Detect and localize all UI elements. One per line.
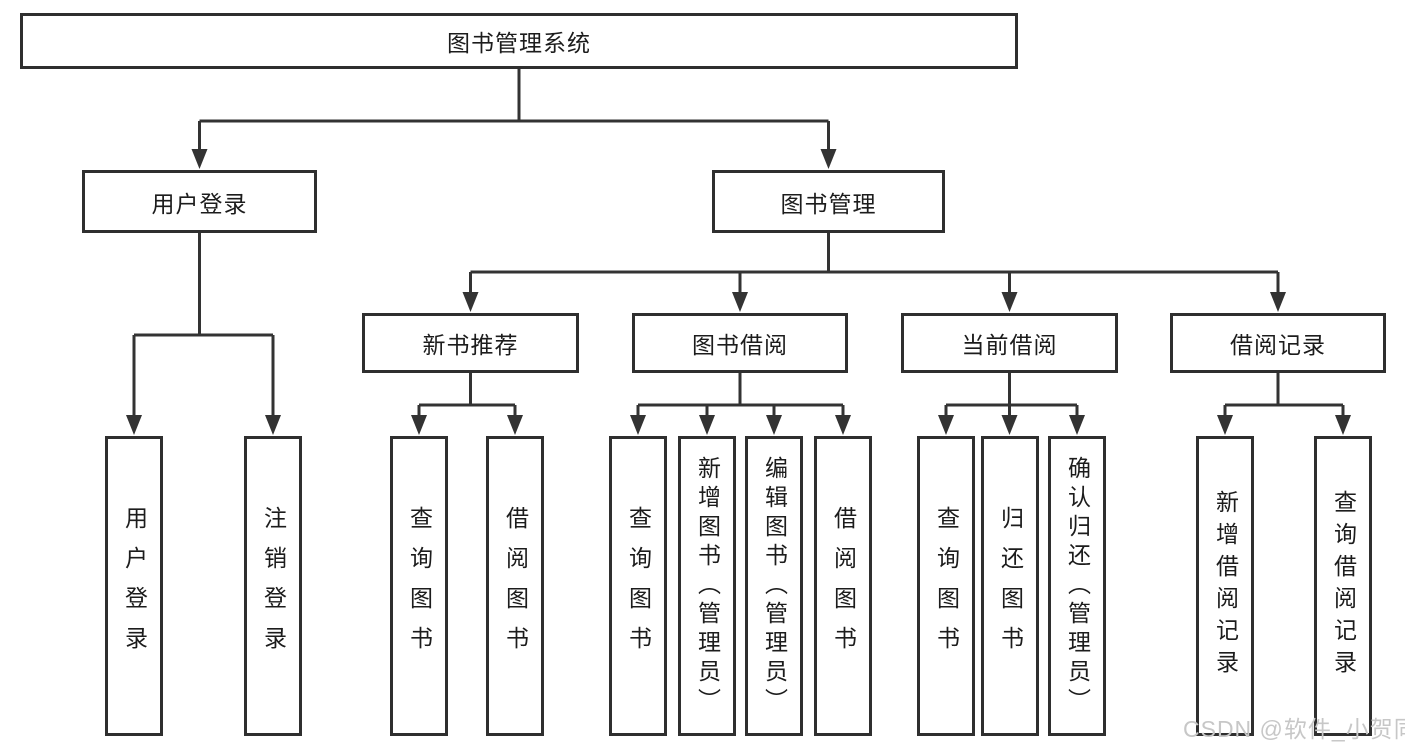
leaf-logout-label: 注销登录: [260, 506, 287, 666]
node-new-book-recommend-label: 新书推荐: [422, 332, 519, 358]
leaf-logout: 注销登录: [244, 436, 302, 736]
node-current-borrow-label: 当前借阅: [961, 332, 1058, 358]
leaf-edit-books-admin-label: 编辑图书（管理员）: [761, 455, 788, 717]
leaf-edit-books-admin: 编辑图书（管理员）: [745, 436, 803, 736]
leaf-add-borrow-record-label: 新增借阅记录: [1212, 490, 1239, 682]
node-borrow-records-label: 借阅记录: [1230, 332, 1326, 358]
leaf-user-login-label: 用户登录: [121, 506, 148, 666]
leaf-add-books-admin-label: 新增图书（管理员）: [694, 455, 721, 717]
node-book-borrow-label: 图书借阅: [692, 332, 788, 358]
leaf-query-books-3: 查询图书: [917, 436, 975, 736]
leaf-query-books-1-label: 查询图书: [406, 506, 433, 666]
node-user-login-label: 用户登录: [151, 190, 248, 217]
node-borrow-records: 借阅记录: [1170, 313, 1386, 373]
leaf-return-books: 归还图书: [981, 436, 1039, 736]
leaf-query-books-2: 查询图书: [609, 436, 667, 736]
leaf-query-borrow-record: 查询借阅记录: [1314, 436, 1372, 736]
leaf-query-books-3-label: 查询图书: [933, 506, 960, 666]
leaf-query-books-2-label: 查询图书: [625, 506, 652, 666]
leaf-borrow-books-1-label: 借阅图书: [502, 506, 529, 666]
csdn-watermark: CSDN @软件_小贺同学: [1183, 716, 1405, 742]
leaf-add-borrow-record: 新增借阅记录: [1196, 436, 1254, 736]
node-new-book-recommend: 新书推荐: [362, 313, 579, 373]
leaf-borrow-books-2: 借阅图书: [814, 436, 872, 736]
leaf-confirm-return-admin: 确认归还（管理员）: [1048, 436, 1106, 736]
leaf-borrow-books-2-label: 借阅图书: [830, 506, 857, 666]
node-book-borrow: 图书借阅: [632, 313, 848, 373]
node-user-login: 用户登录: [82, 170, 317, 233]
leaf-borrow-books-1: 借阅图书: [486, 436, 544, 736]
leaf-query-books-1: 查询图书: [390, 436, 448, 736]
leaf-user-login: 用户登录: [105, 436, 163, 736]
leaf-confirm-return-admin-label: 确认归还（管理员）: [1064, 455, 1091, 717]
node-root: 图书管理系统: [20, 13, 1018, 69]
node-root-label: 图书管理系统: [447, 30, 591, 56]
node-book-management-label: 图书管理: [780, 190, 877, 217]
leaf-query-borrow-record-label: 查询借阅记录: [1330, 490, 1357, 682]
node-current-borrow: 当前借阅: [901, 313, 1118, 373]
node-book-management: 图书管理: [712, 170, 945, 233]
leaf-return-books-label: 归还图书: [997, 506, 1024, 666]
leaf-add-books-admin: 新增图书（管理员）: [678, 436, 736, 736]
